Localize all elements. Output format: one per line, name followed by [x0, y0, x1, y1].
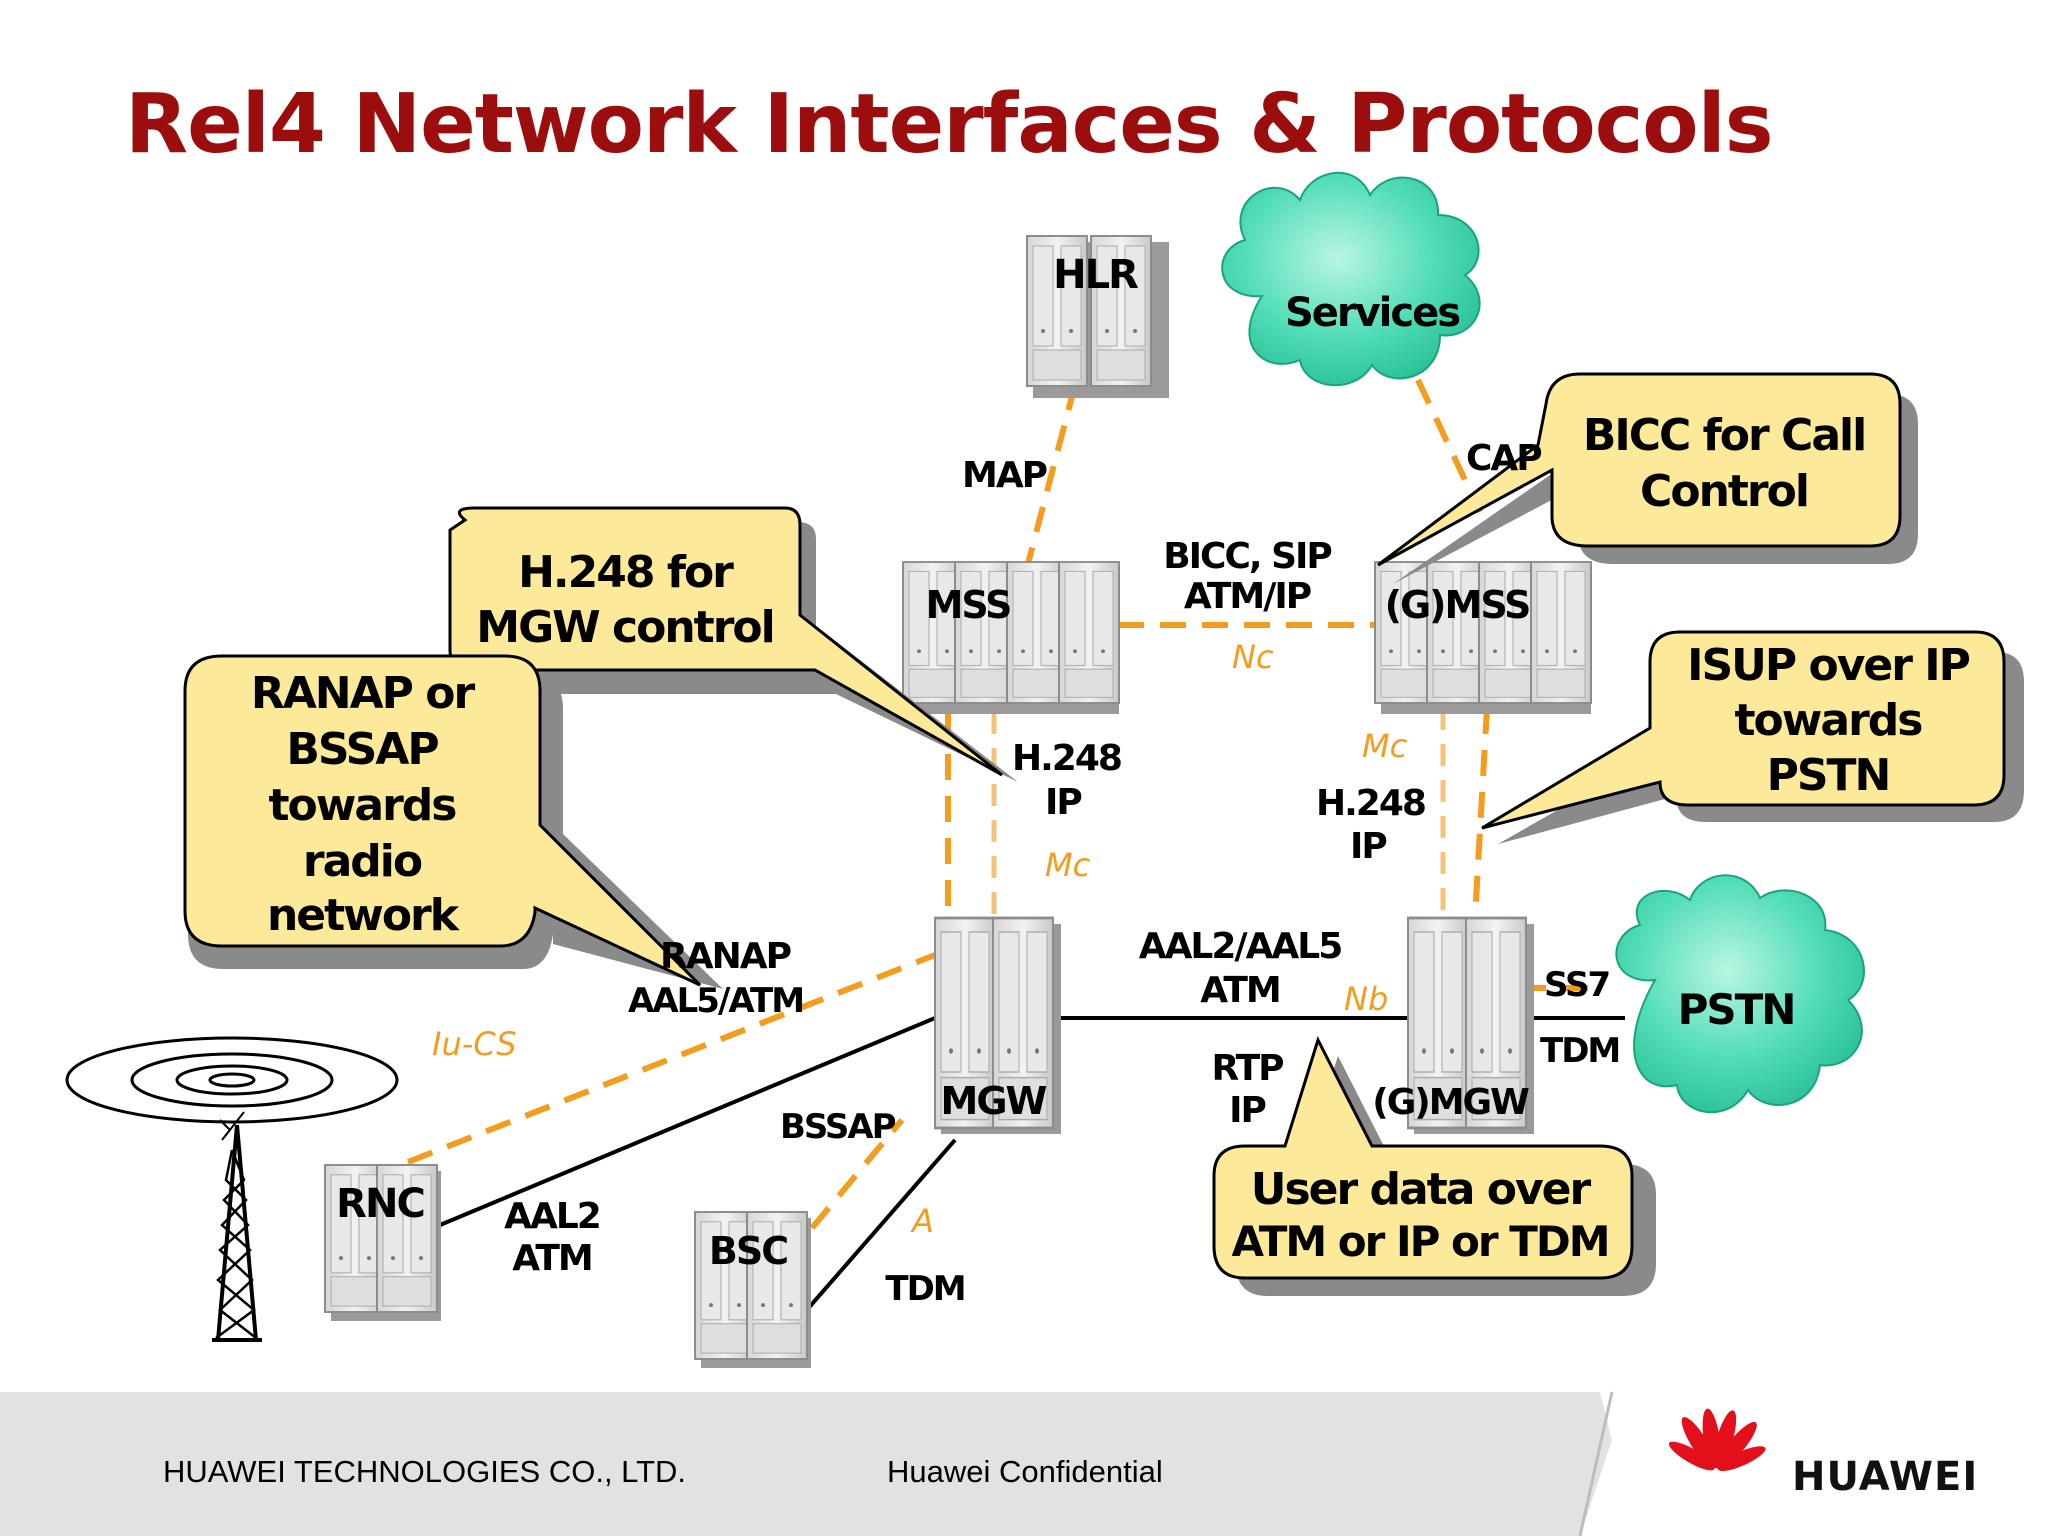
label-map: MAP	[962, 455, 1047, 496]
link-map	[1022, 384, 1078, 576]
callout-userdata-line2: ATM or IP or TDM	[1231, 1217, 1608, 1266]
label-h248-left: H.248	[1012, 738, 1121, 779]
label-mc-left: Mc	[1045, 846, 1091, 884]
gmss-label: (G)MSS	[1385, 583, 1530, 627]
label-h248-right: H.248	[1316, 783, 1425, 824]
callout-ranap-line2: BSSAP	[286, 724, 438, 775]
callout-ranap-line1: RANAP or	[251, 668, 476, 719]
link-a-tdm	[803, 1138, 957, 1314]
callout-ranap-line4: radio	[303, 836, 422, 887]
gmgw-node: (G)MGW	[1372, 916, 1534, 1134]
antenna-icon	[65, 1036, 399, 1342]
page-title: Rel4 Network Interfaces & Protocols	[125, 77, 1773, 172]
label-ip-nb: IP	[1229, 1090, 1265, 1131]
callout-ranap-line3: towards	[269, 780, 457, 831]
label-nc: Nc	[1232, 638, 1274, 676]
pstn-cloud: PSTN	[1615, 874, 1865, 1114]
callout-isup: ISUP over IP towards PSTN	[1481, 630, 2024, 844]
label-cap: CAP	[1466, 438, 1541, 479]
mss-label: MSS	[926, 583, 1011, 627]
callout-ranap: RANAP or BSSAP towards radio network	[183, 654, 723, 989]
hlr-label: HLR	[1053, 252, 1138, 298]
bsc-node: BSC	[694, 1211, 811, 1368]
link-labels: MAP CAP BICC, SIP ATM/IP Nc H.248 IP Mc …	[432, 438, 1621, 1309]
rnc-node: RNC	[324, 1164, 441, 1321]
callout-bicc-line2: Control	[1640, 466, 1808, 517]
services-label: Services	[1285, 290, 1459, 336]
footer-confidential: Huawei Confidential	[887, 1454, 1163, 1489]
link-iu-cs	[406, 952, 937, 1165]
huawei-logo-icon	[1668, 1408, 1766, 1471]
pstn-label: PSTN	[1678, 985, 1795, 1034]
label-tdm-bsc: TDM	[885, 1269, 964, 1309]
services-cloud: Services	[1221, 171, 1481, 387]
link-bssap	[809, 1118, 905, 1230]
footer-company: HUAWEI TECHNOLOGIES CO., LTD.	[163, 1454, 686, 1489]
callout-bicc-line1: BICC for Call	[1583, 410, 1865, 461]
label-nb: Nb	[1344, 980, 1388, 1018]
label-bssap: BSSAP	[780, 1107, 896, 1147]
mgw-node: MGW	[933, 916, 1061, 1134]
gmgw-label: (G)MGW	[1372, 1082, 1529, 1123]
callout-h248-line2: MGW control	[476, 602, 773, 653]
bsc-label: BSC	[709, 1229, 787, 1273]
callout-h248-line1: H.248 for	[518, 547, 734, 598]
link-mc-right-b	[1472, 707, 1490, 919]
callout-isup-line2: towards	[1735, 695, 1923, 746]
footer-logo-text: HUAWEI	[1792, 1454, 1978, 1500]
hlr-node: HLR	[1026, 235, 1169, 398]
footer: HUAWEI TECHNOLOGIES CO., LTD. Huawei Con…	[0, 1391, 2048, 1536]
label-ss7: SS7	[1544, 965, 1609, 1005]
callout-ranap-line5: network	[267, 890, 461, 941]
label-bicc-sip: BICC, SIP	[1163, 536, 1331, 577]
label-atm-ip: ATM/IP	[1184, 576, 1311, 617]
mgw-label: MGW	[941, 1079, 1047, 1123]
link-aal2	[439, 1016, 936, 1227]
label-atm-nb: ATM	[1200, 970, 1279, 1011]
callout-userdata-line1: User data over	[1251, 1164, 1592, 1215]
label-iu-cs: Iu-CS	[432, 1025, 517, 1063]
callout-h248: H.248 for MGW control	[448, 506, 1018, 782]
callout-isup-line1: ISUP over IP	[1687, 640, 1969, 691]
label-ranap: RANAP	[660, 936, 791, 977]
mss-node: MSS	[902, 561, 1120, 714]
label-aal5-atm: AAL5/ATM	[628, 981, 803, 1021]
label-atm-rnc: ATM	[512, 1238, 591, 1279]
label-a: A	[910, 1202, 934, 1240]
label-aal2-aal5: AAL2/AAL5	[1139, 926, 1342, 967]
callout-userdata: User data over ATM or IP or TDM	[1212, 1036, 1656, 1296]
label-mc-right: Mc	[1362, 727, 1408, 765]
rnc-label: RNC	[336, 1181, 424, 1227]
gmss-node: (G)MSS	[1374, 561, 1592, 714]
callout-isup-line3: PSTN	[1767, 750, 1890, 801]
label-ip-left: IP	[1045, 782, 1081, 823]
link-cap	[1415, 378, 1483, 514]
label-rtp: RTP	[1211, 1048, 1283, 1089]
label-tdm-pstn: TDM	[1540, 1031, 1619, 1071]
callout-bicc: BICC for Call Control	[1377, 372, 1918, 584]
label-aal2: AAL2	[504, 1196, 600, 1237]
label-ip-right: IP	[1350, 826, 1386, 867]
